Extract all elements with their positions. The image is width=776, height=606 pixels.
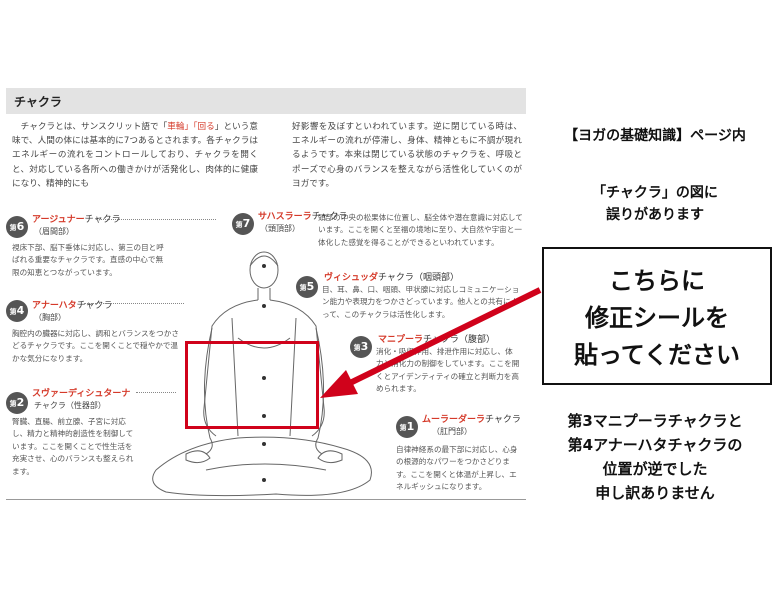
intro-left-part2: 」という意味で、人間の体には基本的に7つあるとされます。各チャクラはエネルギーの… <box>12 122 258 189</box>
intro-text-left: チャクラとは、サンスクリット語で「車輪」「回る」という意味で、人間の体には基本的… <box>12 120 258 191</box>
chakra-part: （眉間部） <box>34 227 74 236</box>
chakra-part: （頭頂部） <box>260 224 300 233</box>
leader-line <box>84 303 184 304</box>
chakra-part: （胸部） <box>34 313 66 322</box>
apology-line4: 申し訳ありません <box>595 484 715 502</box>
seal-line1: こちらに <box>609 267 705 295</box>
chakra-name: サハスラーラチャクラ <box>258 212 348 222</box>
chakra-desc: 腎臓、直腸、前立腺、子宮に対応し、精力と精神的創造性を制御しています。ここを開く… <box>12 417 134 476</box>
chakra-number-badge: 第5 <box>296 276 318 298</box>
apology-text: 第3マニプーラチャクラと 第4アナーハタチャクラの 位置が逆でした 申し訳ありま… <box>536 409 774 505</box>
section-heading-bar: チャクラ <box>6 88 526 114</box>
chakra-desc: 消化・吸収作用、排泄作用に対応し、体力と消化力の制御をしています。ここを開くとア… <box>376 347 520 394</box>
intro-left-red: 車輪」「回る <box>167 122 215 132</box>
seal-line3: 貼ってください <box>573 341 741 369</box>
notice-subtitle: 「チャクラ」の図に 誤りがあります <box>536 182 774 226</box>
section-heading: チャクラ <box>14 95 62 109</box>
notice-sub-line1: 「チャクラ」の図に <box>592 185 718 201</box>
chakra-number-badge: 第2 <box>6 392 28 414</box>
notice-title: 【ヨガの基礎知識】ページ内 <box>564 128 746 144</box>
chakra-part: （肛門部） <box>432 427 472 436</box>
chakra-name: マニプーラチャクラ（腹部） <box>378 335 495 345</box>
chakra-desc: 自律神経系の最下部に対応し、心身の根源的なパワーをつかさどります。ここを開くと体… <box>396 445 518 492</box>
bottom-rule <box>6 499 526 500</box>
apology-line3: 位置が逆でした <box>602 460 708 478</box>
chakra-desc: 胸腔内の臓器に対応し、調和とバランスをつかさどるチャクラです。ここを開くことで穏… <box>12 329 179 363</box>
chakra-name: スヴァーディシュターナ <box>32 389 131 399</box>
seal-line2: 修正シールを <box>585 304 729 332</box>
chakra-number-badge: 第6 <box>6 216 28 238</box>
chakra-number-badge: 第1 <box>396 416 418 438</box>
intro-left-part1: チャクラとは、サンスクリット語で「 <box>20 122 168 132</box>
chakra-name: アナーハタチャクラ <box>32 301 113 311</box>
chakra-number-badge: 第7 <box>232 213 254 235</box>
apology-line1: 第3マニプーラチャクラと <box>567 412 743 430</box>
notice-sub-line2: 誤りがあります <box>606 207 704 223</box>
chakra-7-desc: 頭部の中央の松果体に位置し、脳全体や潜在意識に対応しています。ここを開くと至福の… <box>318 213 523 247</box>
chakra-desc: 視床下部、脳下垂体に対応し、第三の目と呼ばれる重要なチャクラです。直感の中心で無… <box>12 243 164 277</box>
chakra-part: チャクラ（性器部） <box>34 401 106 410</box>
leader-line <box>96 219 216 220</box>
leader-line <box>136 392 176 393</box>
chakra-name: ムーラーダーラチャクラ <box>422 415 521 425</box>
seal-instruction: こちらに 修正シールを 貼ってください <box>544 263 770 374</box>
apology-line2: 第4アナーハタチャクラの <box>567 436 743 454</box>
chakra-name: ヴィシュッダチャクラ（咽頭部） <box>324 273 459 283</box>
error-highlight-box <box>185 341 319 429</box>
chakra-name: アージュナーチャクラ <box>32 215 121 225</box>
correction-seal-box: こちらに 修正シールを 貼ってください <box>542 247 772 385</box>
chakra-number-badge: 第4 <box>6 300 28 322</box>
intro-text-right: 好影響を及ぼすといわれています。逆に閉じている時は、エネルギーの流れが停滞し、身… <box>292 122 522 189</box>
document-panel: チャクラ チャクラとは、サンスクリット語で「車輪」「回る」という意味で、人間の体… <box>6 88 526 500</box>
